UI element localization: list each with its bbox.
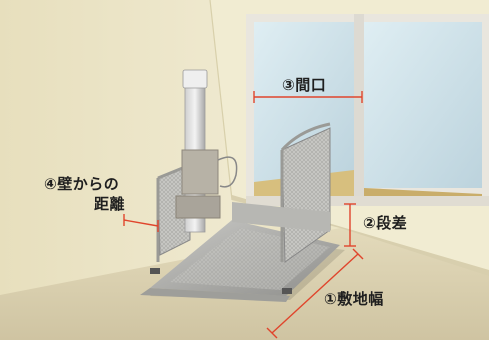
wheelchair-lift: [140, 69, 345, 302]
left-wall: [0, 0, 232, 340]
dimension-step-height: [344, 203, 356, 247]
window: [246, 14, 489, 206]
label-step-height: ②段差: [363, 214, 408, 232]
wall-corner: [209, 0, 233, 201]
label-wall-distance-line1: ④壁からの: [44, 175, 120, 193]
dimension-site-width: [266, 248, 364, 339]
label-wall-distance-line2: 距離: [94, 195, 126, 213]
label-site-width: ①敷地幅: [324, 290, 384, 308]
dimension-frontage: [253, 91, 363, 103]
dimension-wall-distance: [123, 214, 159, 232]
label-frontage: ③間口: [282, 76, 327, 94]
